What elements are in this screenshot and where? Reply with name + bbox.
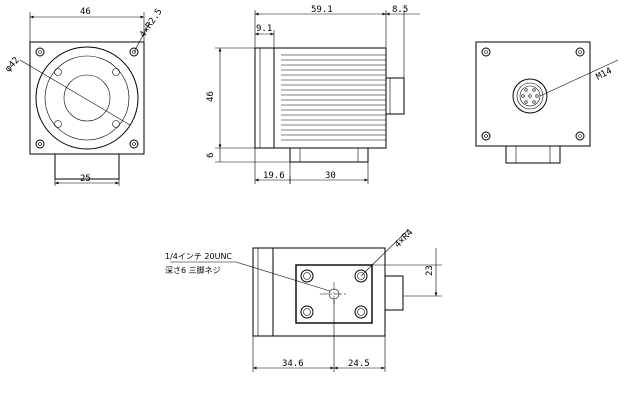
side-offset-dim: 19.6 xyxy=(263,171,285,181)
front-circle-dia: φ42 xyxy=(4,56,22,75)
front-base-dim: 25 xyxy=(80,174,91,184)
side-flange xyxy=(254,47,275,149)
side-cooling-fins xyxy=(281,54,386,141)
front-base-block xyxy=(54,153,120,180)
bottom-mount-holes xyxy=(300,269,368,319)
front-view: 46 4×R2.5 φ42 25 xyxy=(4,7,165,186)
side-length-dim: 59.1 xyxy=(311,5,333,15)
back-thread-note: M14 xyxy=(595,66,614,82)
side-view: 59.1 8.5 9.1 46 6 19.6 30 xyxy=(206,5,420,184)
side-span-dim: 30 xyxy=(325,171,336,181)
front-lens-circle-mid xyxy=(44,55,130,141)
bottom-left-dim: 34.6 xyxy=(282,359,304,369)
bottom-connector xyxy=(384,275,404,311)
front-hole-note: 4×R2.5 xyxy=(138,7,164,40)
bottom-flange xyxy=(252,247,274,337)
back-base-block xyxy=(505,145,561,164)
bottom-tripod-note: 1/4インチ 20UNC xyxy=(165,252,232,261)
bottom-right-dim: 24.5 xyxy=(348,359,370,369)
front-lens-circle-outer xyxy=(35,46,139,150)
back-corner-holes xyxy=(481,47,585,141)
back-body-outline xyxy=(475,41,591,147)
bottom-view: 1/4インチ 20UNC 深さ6 三脚ネジ 4×R4 23 34.6 24.5 xyxy=(165,228,442,372)
side-connector xyxy=(385,77,405,115)
bottom-depth-note: 深さ6 三脚ネジ xyxy=(165,265,221,275)
back-view: M14 xyxy=(475,41,619,164)
front-mount-screws xyxy=(54,68,120,128)
side-base-height-dim: 6 xyxy=(206,153,216,158)
side-base xyxy=(289,147,369,163)
side-connector-dim: 8.5 xyxy=(392,5,408,15)
front-body-outline xyxy=(29,41,145,155)
bottom-hole-note: 4×R4 xyxy=(393,228,415,250)
side-body xyxy=(273,47,387,149)
back-connector-socket xyxy=(512,78,548,114)
front-width-dim: 46 xyxy=(80,7,91,17)
bottom-height-dim: 23 xyxy=(425,265,435,276)
side-height-dim: 46 xyxy=(206,91,216,102)
side-flange-dim: 9.1 xyxy=(256,24,272,34)
front-lens-circle-inner xyxy=(63,74,111,122)
front-corner-holes xyxy=(35,47,139,149)
